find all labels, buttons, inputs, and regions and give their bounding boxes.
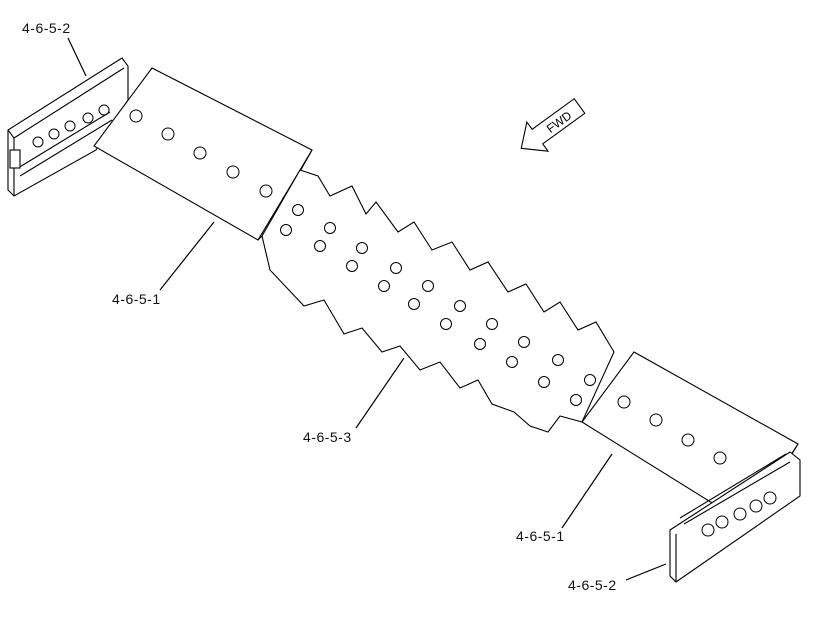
cutting-edge-center [261, 169, 615, 433]
leader-center [355, 357, 405, 429]
blade-right [581, 351, 799, 525]
leader-right-blade [561, 453, 613, 529]
end-bit-left [7, 57, 129, 197]
callout-right-blade: 4-6-5-1 [516, 528, 565, 544]
leader-left-blade [159, 221, 215, 291]
end-bit-right [669, 451, 801, 583]
blade-left [93, 67, 313, 241]
fwd-arrow: FWD [520, 97, 586, 152]
callout-bottom-right: 4-6-5-2 [568, 577, 617, 593]
leader-top-left [67, 37, 87, 77]
leader-bottom-right [625, 563, 667, 581]
callout-center: 4-6-5-3 [303, 429, 352, 445]
callout-left-blade: 4-6-5-1 [112, 291, 161, 307]
callout-top-left: 4-6-5-2 [22, 20, 71, 36]
